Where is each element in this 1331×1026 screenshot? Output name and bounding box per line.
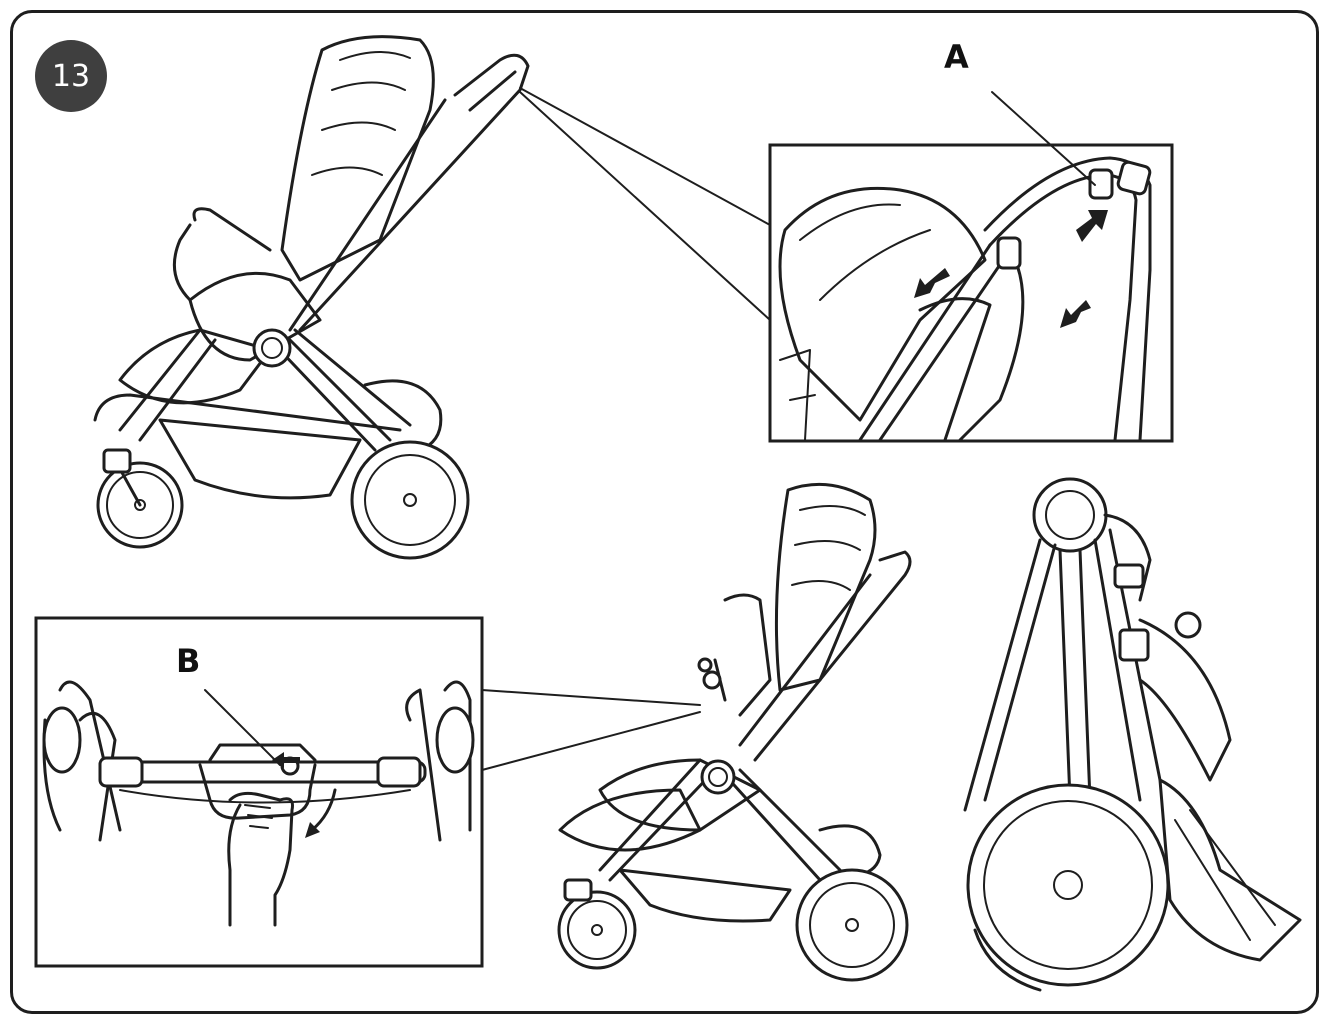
detail-fold-lever-b — [34, 616, 484, 968]
stroller-folded-illustration — [963, 477, 1302, 992]
callout-label-a: A — [944, 38, 969, 76]
callout-label-b: B — [176, 642, 201, 680]
step-number-badge: 13 — [35, 40, 107, 112]
detail-handlebar-a — [768, 143, 1174, 443]
stroller-folding-illustration — [557, 482, 912, 982]
stroller-open-illustration — [93, 35, 530, 560]
instruction-frame — [10, 10, 1319, 1014]
